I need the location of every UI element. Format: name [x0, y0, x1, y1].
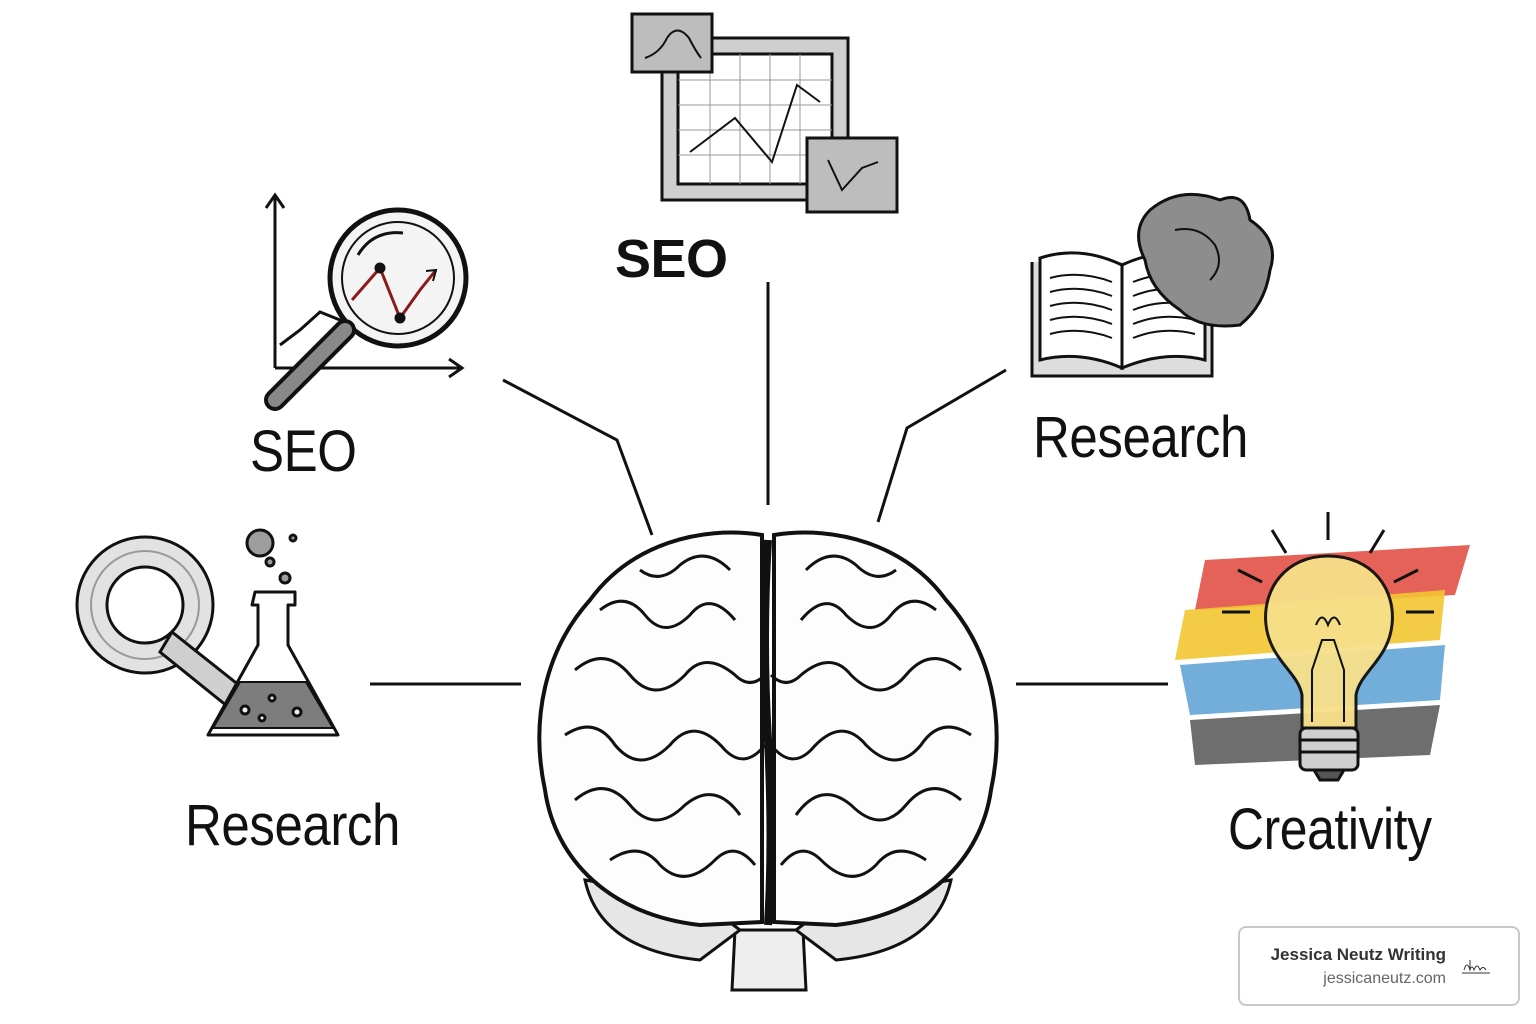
- flask-icon: [75, 528, 340, 737]
- branding-url: jessicaneutz.com: [1323, 970, 1446, 987]
- lightbulb-icon: [1175, 512, 1470, 782]
- node-label-seo-top: SEO: [615, 229, 728, 289]
- branding-badge: Jessica Neutz Writing jessicaneutz.com: [1238, 926, 1520, 1006]
- node-label-research-right: Research: [1033, 405, 1248, 470]
- node-label-seo-left: SEO: [250, 419, 357, 484]
- connector-lines: [370, 282, 1168, 686]
- connector-seo-left: [502, 378, 654, 536]
- node-label-creativity: Creativity: [1228, 797, 1432, 862]
- magnifier-chart-icon: [264, 192, 469, 411]
- branding-title: Jessica Neutz Writing: [1270, 945, 1446, 964]
- line-chart-frame-icon: [630, 12, 899, 214]
- open-book-icon: [1030, 192, 1274, 378]
- node-label-research-left: Research: [185, 793, 400, 858]
- brain-icon: [537, 530, 999, 992]
- brand-logo-icon: [1462, 960, 1490, 974]
- connector-research-right: [876, 368, 1007, 523]
